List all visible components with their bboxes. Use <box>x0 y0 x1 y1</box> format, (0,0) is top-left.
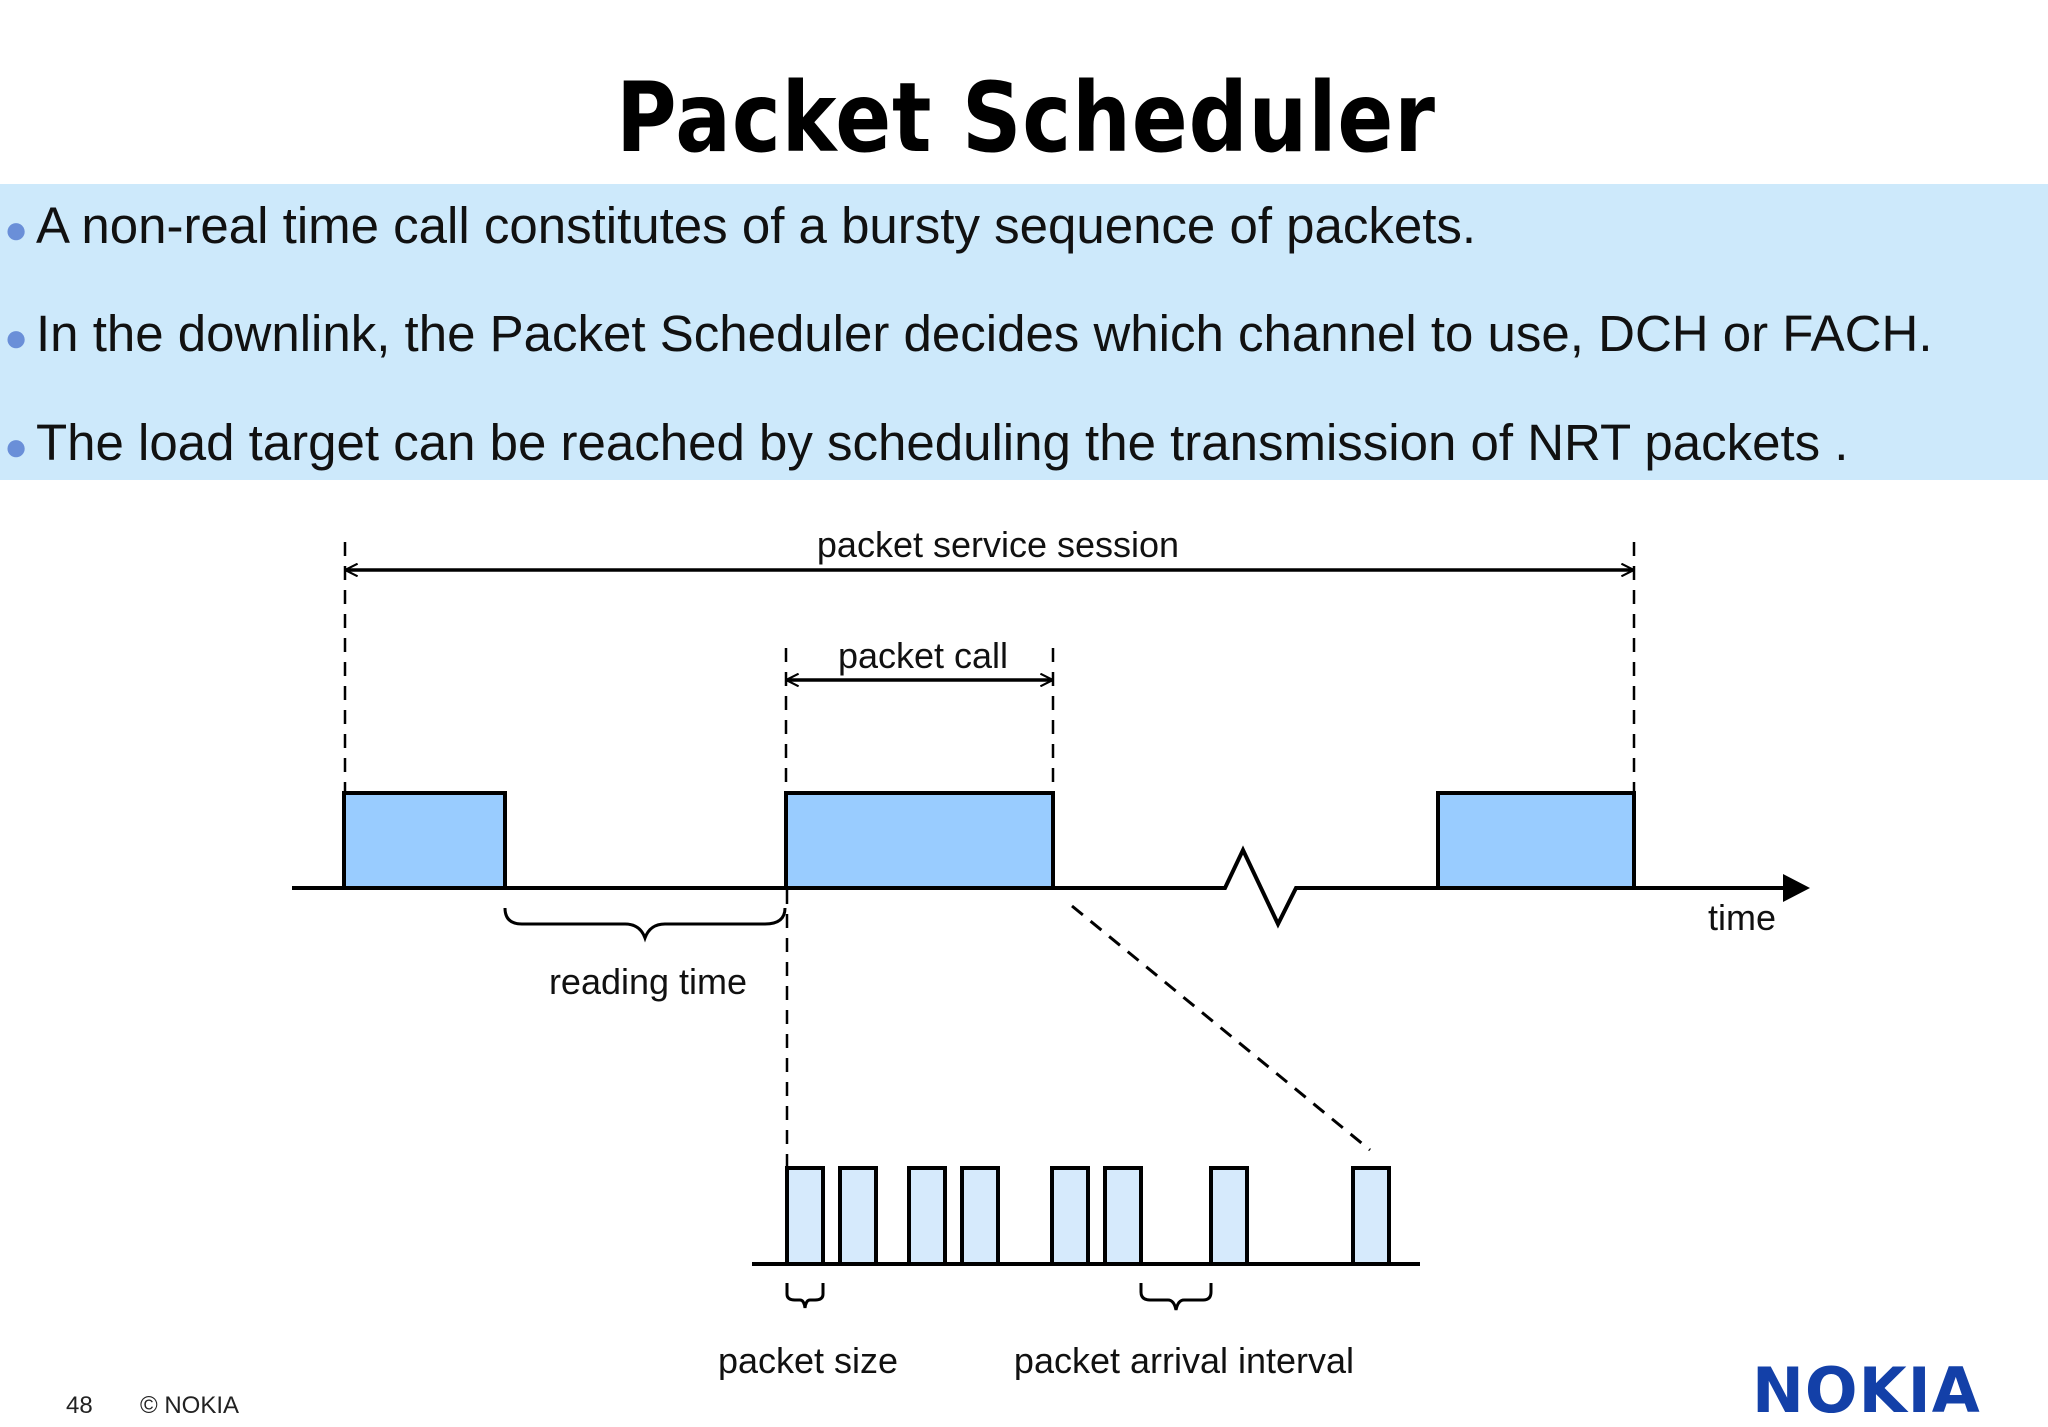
packet <box>1351 1166 1391 1266</box>
packet-timing-diagram: packet service session packet call time … <box>292 524 1810 1380</box>
bullet-item: ● The load target can be reached by sche… <box>0 413 2048 473</box>
session-label: packet service session <box>817 524 1179 565</box>
packet <box>907 1166 947 1266</box>
call-label: packet call <box>838 635 1008 676</box>
packet <box>785 1166 825 1266</box>
bullet-text: In the downlink, the Packet Scheduler de… <box>36 305 1933 362</box>
bullet-panel <box>0 184 2048 480</box>
burst-3 <box>1436 791 1636 890</box>
bullet-text: A non-real time call constitutes of a bu… <box>36 197 1477 254</box>
bullet-dot-icon: ● <box>4 208 29 252</box>
reading-time-label: reading time <box>549 961 747 1002</box>
arrival-interval-brace <box>1139 1283 1213 1311</box>
bullet-item: ● A non-real time call constitutes of a … <box>0 196 2048 256</box>
slide-title: Packet Scheduler <box>616 62 1436 174</box>
packet-size-label: packet size <box>718 1340 898 1380</box>
time-label: time <box>1708 897 1776 938</box>
bullet-dot-icon: ● <box>4 316 29 360</box>
reading-time-brace <box>503 907 787 943</box>
time-axis-arrowhead <box>1783 874 1810 902</box>
bullet-text: The load target can be reached by schedu… <box>36 414 1849 471</box>
copyright-text: © NOKIA <box>140 1392 240 1419</box>
nokia-logo: NOKIA <box>1752 1354 1981 1427</box>
page-number: 48 <box>66 1392 93 1419</box>
packet <box>1103 1166 1143 1266</box>
bullet-dot-icon: ● <box>4 425 29 469</box>
zoom-guide-diagonal <box>1071 904 1371 1152</box>
packet <box>1050 1166 1090 1266</box>
burst-2 <box>784 791 1055 890</box>
time-axis <box>292 845 1785 929</box>
packet <box>838 1166 878 1266</box>
arrival-interval-label: packet arrival interval <box>1014 1340 1354 1380</box>
packet <box>1209 1166 1249 1266</box>
packet <box>960 1166 1000 1266</box>
bullet-item: ● In the downlink, the Packet Scheduler … <box>0 304 2048 364</box>
packet-size-brace <box>785 1283 825 1309</box>
burst-1 <box>342 791 507 890</box>
